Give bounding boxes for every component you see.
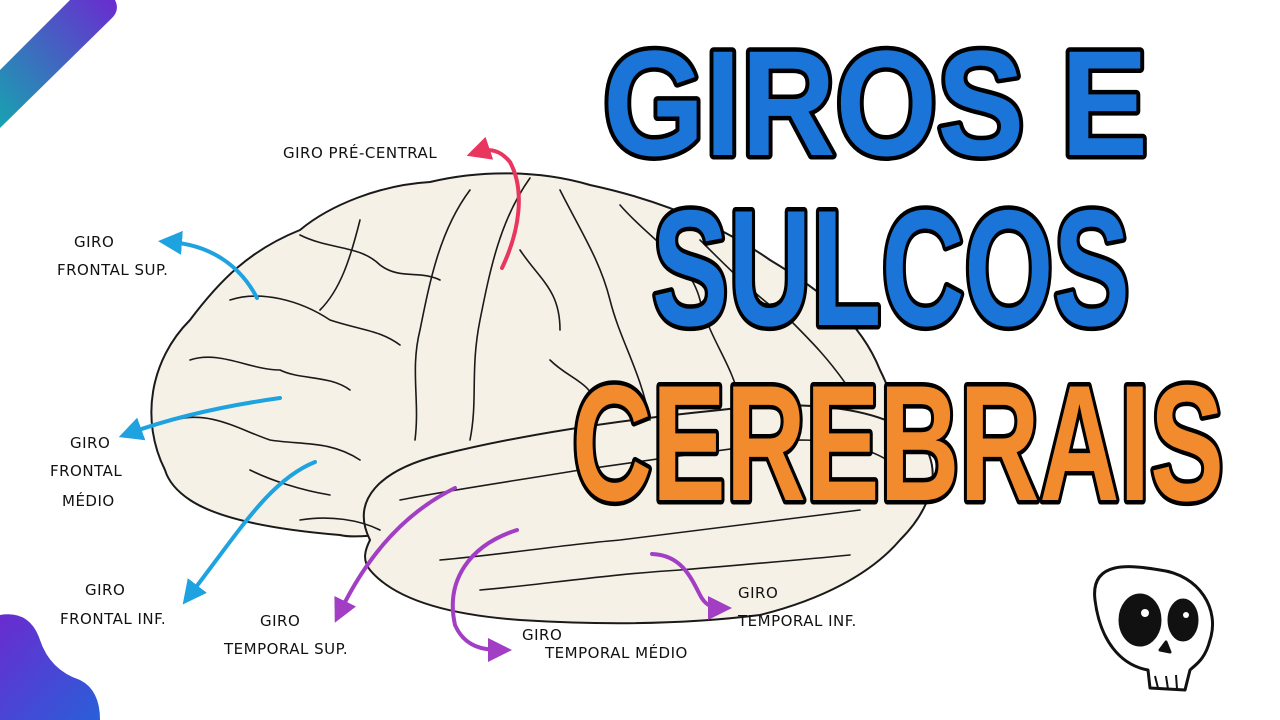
arrow-precentral <box>466 136 521 270</box>
arrow-frontal-mid <box>118 396 282 441</box>
title-line-2: SULCOS <box>652 176 1130 360</box>
title-line-3: CEREBRAIS <box>572 351 1224 535</box>
arrow-temporal-mid <box>450 528 519 662</box>
label-frontal-mid-line3: MÉDIO <box>62 491 115 510</box>
temporal-lobe-outline <box>362 404 934 625</box>
label-temporal-inf-line2: TEMPORAL INF. <box>737 612 857 630</box>
label-giro-pre-central: GIRO PRÉ-CENTRAL <box>283 143 437 162</box>
label-frontal-sup-line1: GIRO <box>74 233 114 251</box>
label-frontal-inf-line1: GIRO <box>85 581 125 599</box>
label-temporal-sup-line1: GIRO <box>260 612 300 630</box>
label-temporal-mid-line2: TEMPORAL MÉDIO <box>544 643 688 662</box>
skull-icon <box>1093 565 1215 692</box>
label-frontal-mid-line2: FRONTAL <box>50 462 122 480</box>
arrow-frontal-inf <box>182 460 317 605</box>
label-temporal-inf-line1: GIRO <box>738 584 778 602</box>
label-temporal-sup-line2: TEMPORAL SUP. <box>223 640 348 658</box>
title-line-1: GIROS E <box>603 19 1148 187</box>
corner-stripe-decoration <box>0 0 117 128</box>
arrow-frontal-sup <box>158 230 259 300</box>
label-frontal-mid-line1: GIRO <box>70 434 110 452</box>
label-frontal-sup-line2: FRONTAL SUP. <box>57 261 168 279</box>
brain-illustration <box>150 172 934 625</box>
arrow-temporal-inf <box>650 552 732 620</box>
arrow-temporal-sup <box>334 486 457 623</box>
sulci-lines <box>174 177 901 591</box>
label-temporal-mid-line1: GIRO <box>522 626 562 644</box>
label-frontal-inf-line2: FRONTAL INF. <box>60 610 166 628</box>
corner-blob-decoration <box>0 614 100 720</box>
